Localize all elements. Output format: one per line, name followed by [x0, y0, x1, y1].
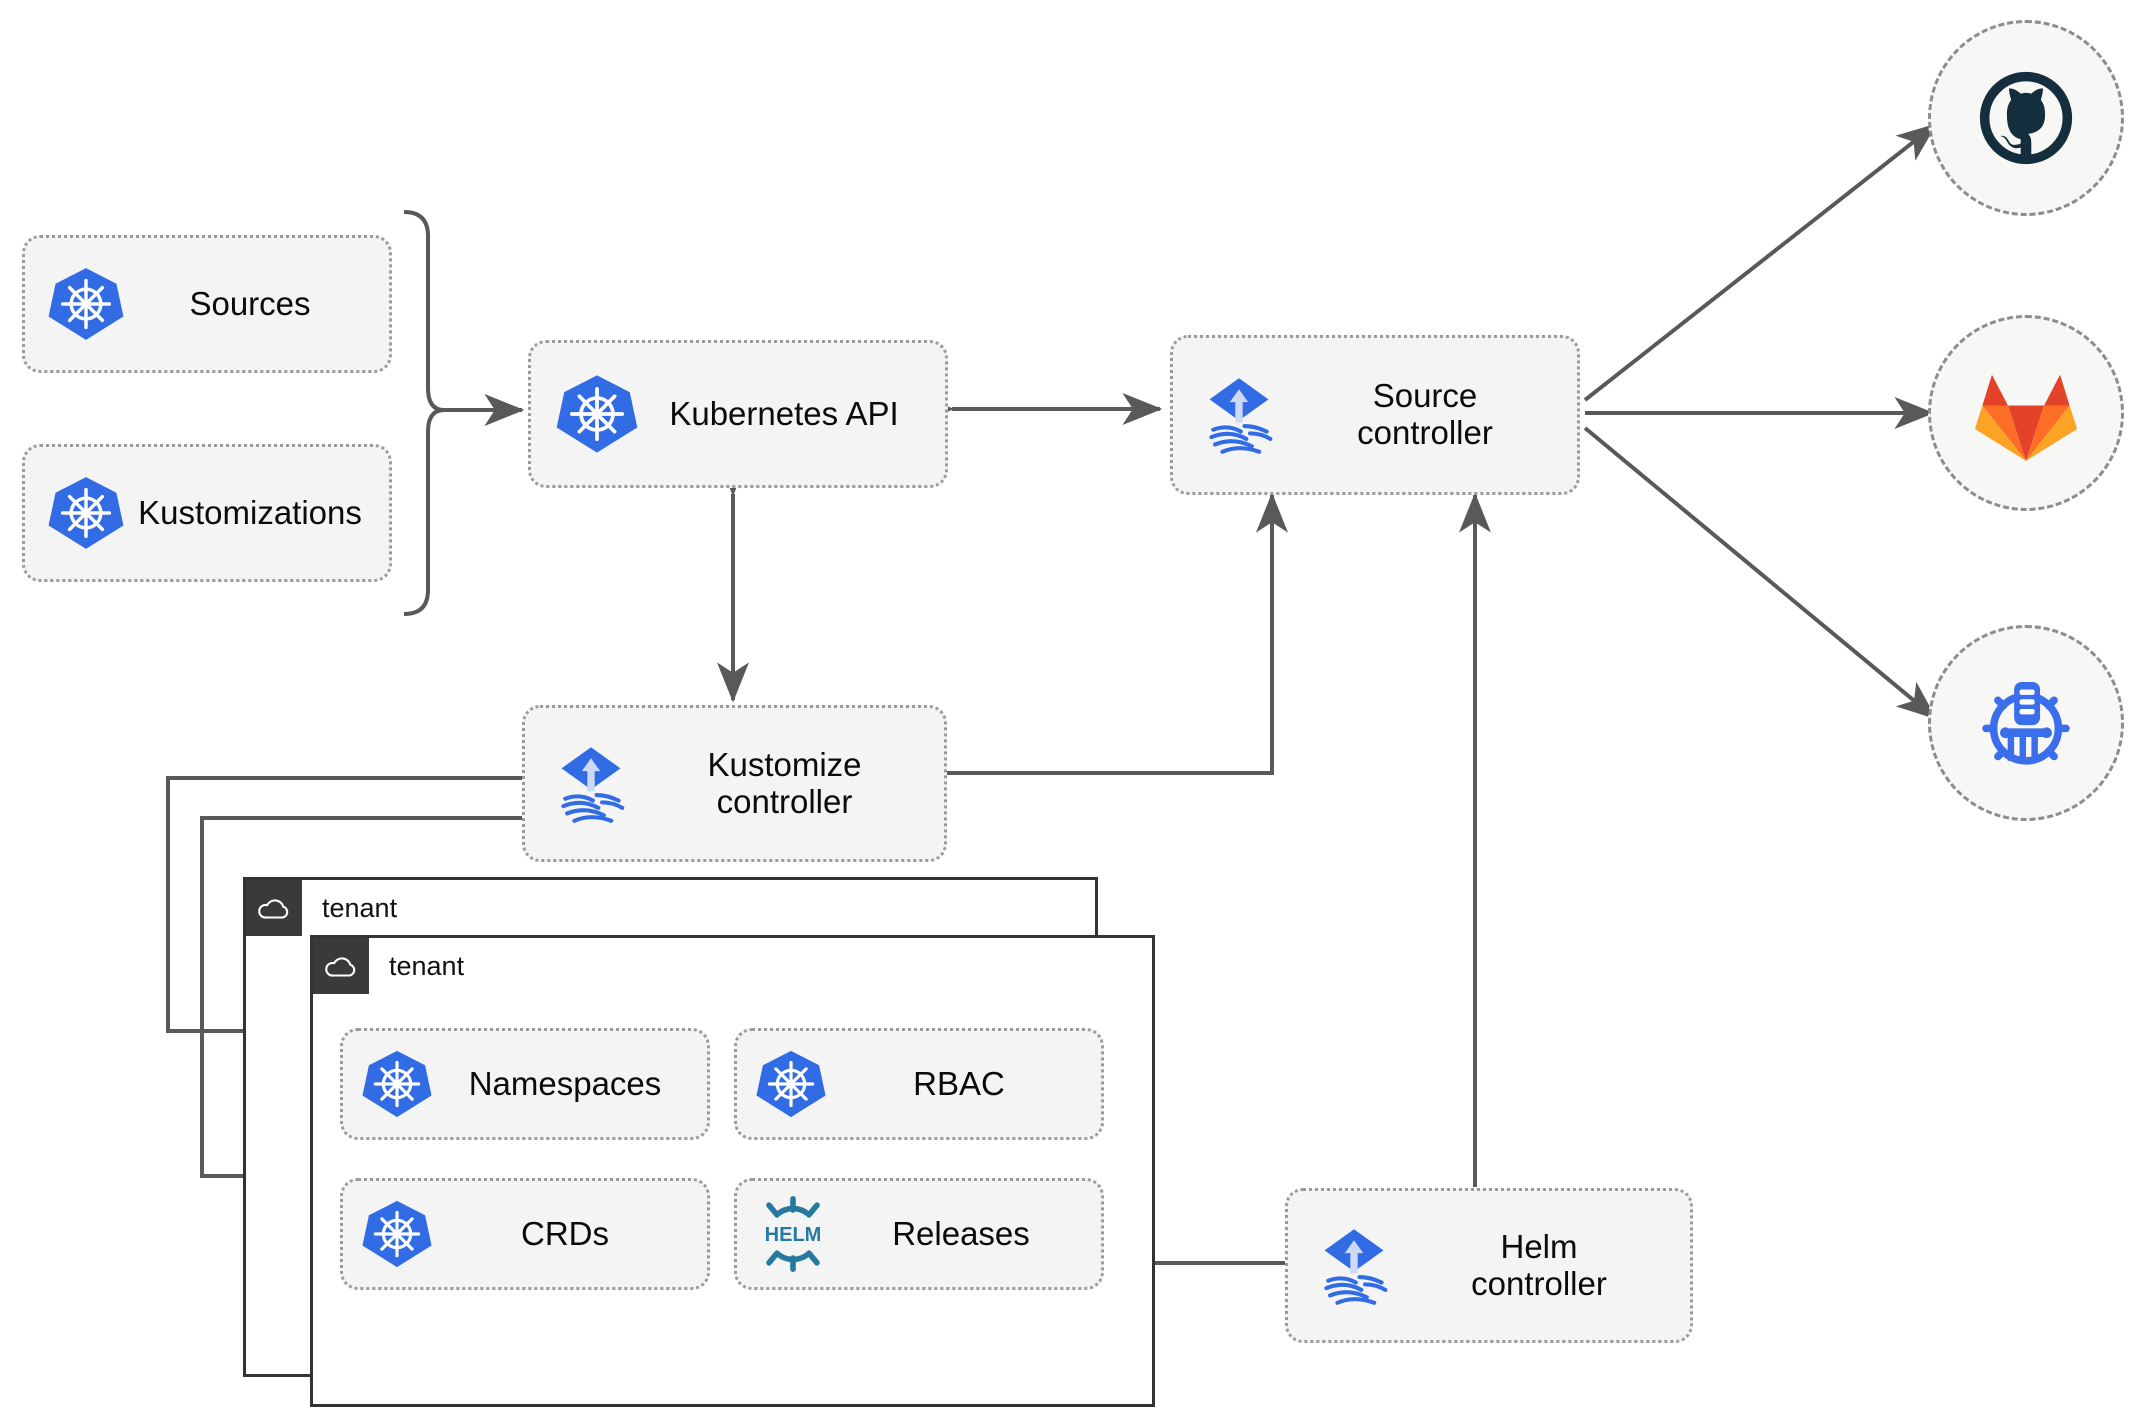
tenant-header: tenant	[313, 938, 464, 994]
chartmuseum-icon	[1982, 681, 2070, 765]
node-releases[interactable]: HELM Releases	[734, 1178, 1104, 1290]
svg-text:HELM: HELM	[765, 1224, 822, 1246]
provider-github[interactable]	[1928, 20, 2124, 216]
node-helm-controller[interactable]: Helm controller	[1285, 1188, 1693, 1343]
node-label: Namespaces	[468, 1064, 662, 1102]
edge-source-to-chartmuseum	[1583, 426, 1937, 720]
kubernetes-icon	[357, 1198, 437, 1270]
github-icon	[1979, 71, 2073, 165]
node-kustomizations[interactable]: Kustomizations	[22, 444, 392, 582]
node-label: CRDs	[521, 1214, 609, 1252]
node-kubernetes-api[interactable]: Kubernetes API	[528, 340, 948, 488]
helm-icon: HELM	[751, 1194, 835, 1274]
kubernetes-icon	[43, 474, 129, 552]
flux-icon	[1189, 369, 1289, 461]
tenant-header: tenant	[246, 880, 397, 936]
node-label: Sources	[189, 284, 311, 322]
node-label: RBAC	[913, 1064, 1005, 1102]
node-label: Kustomizations	[138, 493, 362, 531]
node-label: Kustomize controller	[707, 745, 862, 820]
kubernetes-icon	[551, 372, 643, 456]
node-crds[interactable]: CRDs	[340, 1178, 710, 1290]
node-label: Source controller	[1357, 377, 1493, 451]
node-label: Kubernetes API	[669, 394, 899, 432]
tenant-container-inner[interactable]: tenant	[310, 935, 1155, 1407]
node-rbac[interactable]: RBAC	[734, 1028, 1104, 1140]
node-label: Releases	[892, 1214, 1030, 1252]
node-sources[interactable]: Sources	[22, 235, 392, 373]
tenant-label: tenant	[322, 892, 398, 923]
node-label: Helm controller	[1471, 1227, 1607, 1302]
node-source-controller[interactable]: Source controller	[1170, 335, 1580, 495]
node-kustomize-controller[interactable]: Kustomize controller	[522, 705, 947, 862]
gitlab-icon	[1974, 374, 2078, 461]
edge-source-to-github	[1583, 123, 1937, 402]
flux-icon	[541, 738, 641, 830]
kubernetes-icon	[43, 265, 129, 343]
group-bracket	[403, 210, 445, 616]
provider-gitlab[interactable]	[1928, 315, 2124, 511]
flux-icon	[1304, 1220, 1404, 1312]
tenant-label: tenant	[389, 950, 465, 981]
node-namespaces[interactable]: Namespaces	[340, 1028, 710, 1140]
kubernetes-icon	[357, 1048, 437, 1120]
edge-kustomize-to-source	[945, 492, 1288, 775]
cloud-icon	[246, 880, 302, 936]
provider-chartmuseum[interactable]	[1928, 625, 2124, 821]
cloud-icon	[313, 938, 369, 994]
kubernetes-icon	[751, 1048, 831, 1120]
